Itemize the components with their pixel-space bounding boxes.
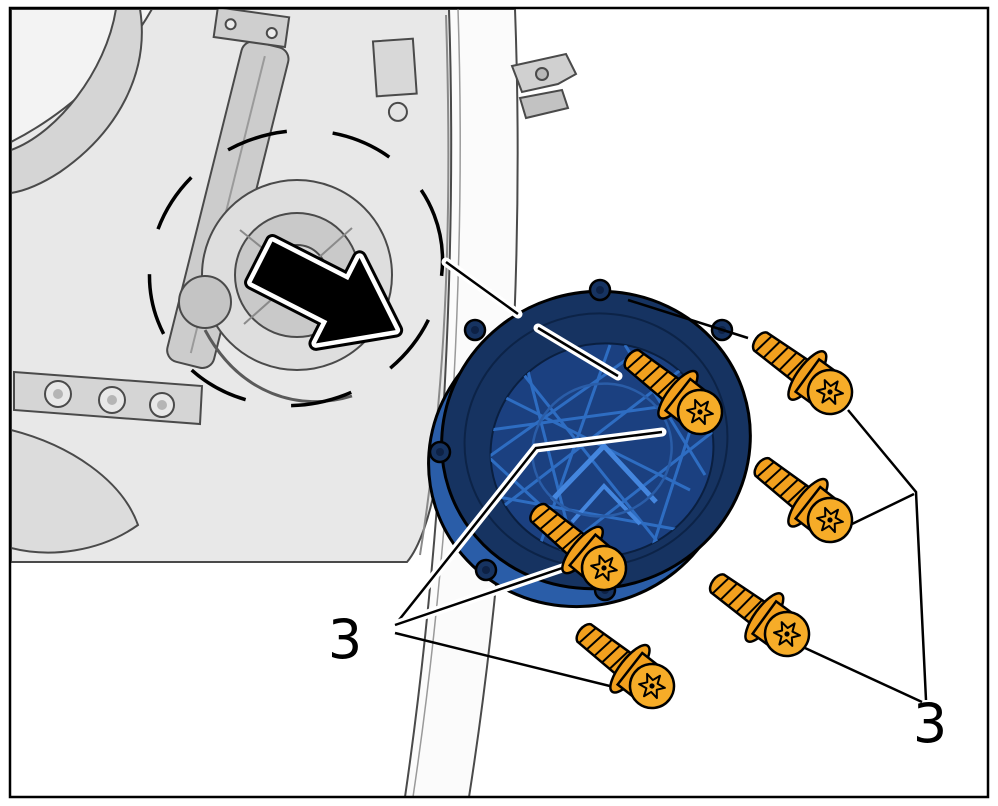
guide-to-screw-top-right <box>627 298 749 340</box>
guide-dash-upper <box>445 260 519 316</box>
door-frame-member <box>11 9 143 195</box>
callout-line-right-3 <box>804 646 923 704</box>
callout-3-left: 3 <box>328 608 362 671</box>
alignment-guides <box>441 257 749 381</box>
screw-6 <box>560 605 689 724</box>
top-bracket <box>212 9 291 49</box>
callout-line-left-2 <box>394 561 578 627</box>
lower-pocket <box>11 428 140 554</box>
callout-3-right: 3 <box>913 692 947 755</box>
bottom-rail <box>13 370 204 426</box>
direction-arrow-icon <box>244 234 404 351</box>
callout-line-right-2 <box>851 492 915 526</box>
callout-line-right-1 <box>847 409 928 701</box>
screw-3 <box>738 439 867 558</box>
latch-part <box>371 37 418 122</box>
callout-line-left-1 <box>394 430 663 626</box>
dashed-outline <box>147 128 445 408</box>
guide-dash-lower <box>537 326 619 378</box>
figure-border <box>8 6 990 799</box>
screw-5 <box>694 555 824 672</box>
screw-2 <box>737 313 867 430</box>
regulator-motor <box>178 275 232 329</box>
callout-lines <box>390 409 928 704</box>
hinge-bracket <box>510 52 578 120</box>
callout-line-left-3 <box>394 631 627 692</box>
